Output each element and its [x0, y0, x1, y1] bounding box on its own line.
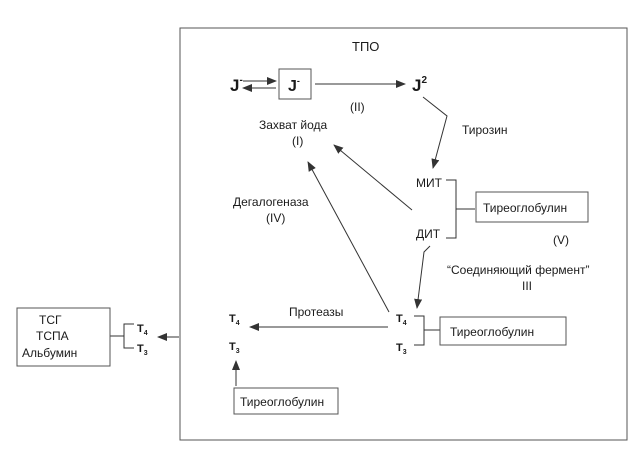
dit-label: ДИТ — [416, 227, 441, 241]
iodine-right-label: J2 — [412, 75, 427, 95]
blood-bracket — [123, 323, 134, 349]
tpo-label: ТПО — [352, 39, 379, 54]
dehalogenase-label: Дегалогеназа — [233, 195, 309, 209]
carrier-albumin: Альбумин — [22, 346, 77, 360]
t4-label-left: T4 — [229, 313, 240, 327]
thyroglobulin-box-middle — [439, 316, 567, 346]
t3-label-right: T3 — [396, 342, 407, 356]
thyroid-frame — [179, 27, 628, 441]
step2-label: (II) — [350, 100, 365, 114]
iodide-box — [278, 68, 312, 100]
t3-label-blood: T3 — [137, 343, 148, 357]
proteases-label: Протеазы — [289, 305, 343, 319]
mit-label: МИТ — [416, 176, 443, 190]
coupling-enzyme-number: III — [522, 279, 532, 293]
t3-label-left: T3 — [229, 341, 240, 355]
thyroglobulin-upper-label: Тиреоглобулин — [483, 201, 567, 215]
thyroglobulin-box-bottom — [233, 387, 339, 415]
t4-label-right: T4 — [396, 313, 407, 327]
iodide-left-label: J- — [230, 75, 243, 95]
thyroglobulin-box-upper — [475, 191, 589, 223]
carrier-tsg: ТСГ — [39, 313, 62, 327]
iodine-capture-label: Захват йода — [259, 118, 328, 132]
carrier-tspa: ТСПА — [36, 329, 69, 343]
thyroglobulin-middle-label: Тиреоглобулин — [450, 325, 534, 339]
dehalogenase-number: (IV) — [266, 211, 285, 225]
recycling-arrow-from-dit — [333, 144, 413, 211]
iodine-capture-number: (I) — [292, 134, 303, 148]
iodination-arrow — [422, 96, 448, 169]
step5-label: (V) — [553, 233, 569, 247]
coupling-arrow — [414, 245, 431, 309]
thyroglobulin-bottom-label: Тиреоглобулин — [240, 395, 324, 409]
carrier-proteins-box — [16, 307, 111, 367]
iodide-box-label: J- — [288, 76, 300, 95]
coupling-enzyme-label: “Соединяющий фермент” — [447, 263, 589, 277]
recycling-arrow-from-t4 — [307, 161, 390, 313]
t4-label-blood: T4 — [137, 323, 148, 337]
tyrosine-label: Тирозин — [462, 123, 508, 137]
